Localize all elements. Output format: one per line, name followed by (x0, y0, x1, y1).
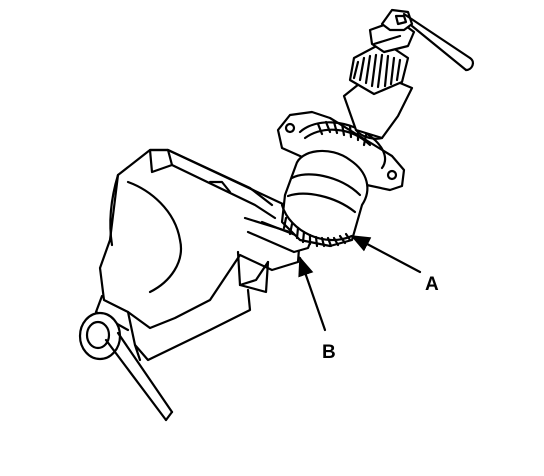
puller-shaft (342, 8, 475, 140)
bearing-a (280, 149, 369, 248)
callout-label-b: B (322, 342, 336, 363)
bench-vise (78, 148, 302, 422)
leader-line-a (350, 234, 422, 274)
callout-label-a: A (425, 274, 439, 295)
leader-line-b (298, 256, 327, 332)
carrier-flange (276, 110, 406, 192)
